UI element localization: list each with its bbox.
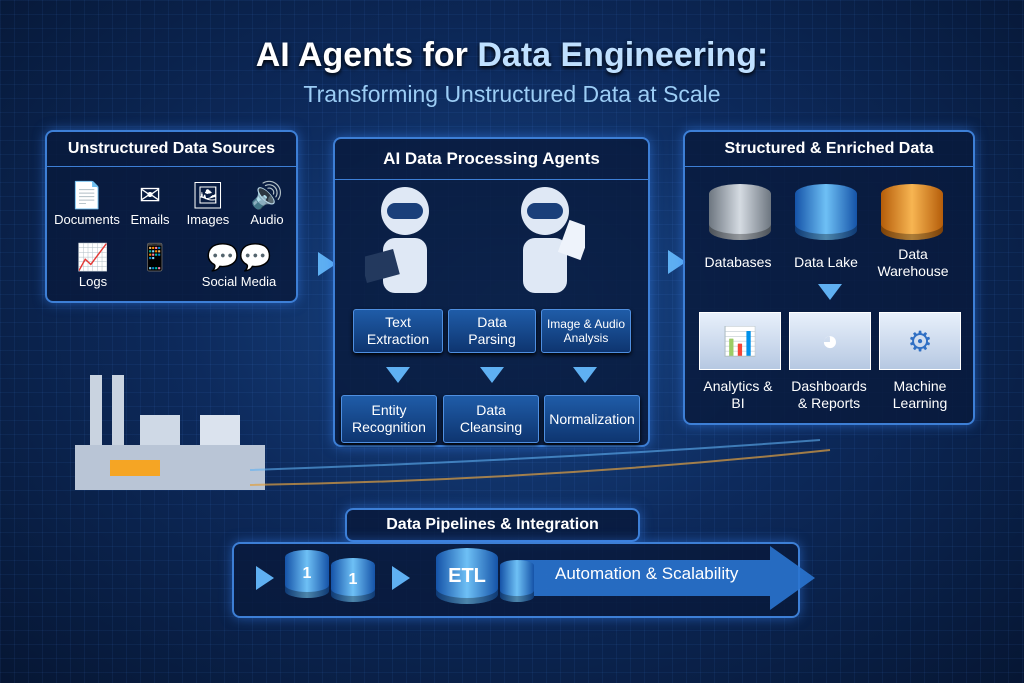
step-text-extraction: Text Extraction	[353, 309, 443, 353]
document-icon: 📄	[70, 180, 104, 210]
tablet-icon: 📱	[138, 242, 172, 272]
store-data-lake: Data Lake	[794, 254, 858, 270]
automation-label: Automation & Scalability	[555, 564, 739, 583]
arrow-down-icon	[386, 367, 410, 383]
arrow-right-icon	[256, 566, 274, 590]
source-logs: 📈Logs	[63, 240, 123, 289]
structured-data-panel: Structured & Enriched Data Databases Dat…	[683, 130, 975, 425]
source-tablet: 📱	[135, 240, 175, 274]
machine-learning-gear-icon: ⚙	[879, 312, 961, 370]
logs-icon: 📈	[76, 242, 110, 272]
panel-title: AI Data Processing Agents	[335, 139, 648, 180]
source-documents: 📄Documents	[54, 180, 120, 227]
step-image-audio-analysis: Image & Audio Analysis	[541, 309, 631, 353]
step-normalization: Normalization	[544, 395, 640, 443]
pipeline-cylinder-3	[500, 560, 534, 602]
store-data-warehouse: Data Warehouse	[877, 246, 949, 279]
arrow-right-icon	[668, 250, 686, 274]
source-emails: ✉Emails	[123, 178, 177, 227]
source-audio: 🔊Audio	[239, 178, 295, 227]
use-dashboards-reports: Dashboards & Reports	[791, 378, 867, 411]
robot-tablet-icon	[365, 187, 429, 293]
processing-agents-panel: AI Data Processing Agents Text Extractio…	[333, 137, 650, 447]
factory-icon	[75, 375, 265, 490]
arrow-down-icon	[480, 367, 504, 383]
step-data-parsing: Data Parsing	[448, 309, 536, 353]
step-entity-recognition: Entity Recognition	[341, 395, 437, 443]
arrow-down-icon	[818, 284, 842, 300]
pipeline-cylinder-2: 1	[331, 558, 375, 602]
data-warehouse-icon	[881, 184, 943, 240]
analytics-chart-icon: 📊	[699, 312, 781, 370]
database-icon	[709, 184, 771, 240]
panel-title: Structured & Enriched Data	[685, 132, 973, 167]
source-images: 🖼Images	[179, 178, 237, 227]
use-analytics-bi: Analytics & BI	[703, 378, 773, 411]
panel-title: Unstructured Data Sources	[47, 132, 296, 167]
arrow-down-icon	[573, 367, 597, 383]
etl-cylinder: ETL	[436, 548, 498, 604]
unstructured-sources-panel: Unstructured Data Sources 📄Documents ✉Em…	[45, 130, 298, 303]
page-subtitle: Transforming Unstructured Data at Scale	[303, 81, 721, 107]
automation-arrow-icon	[520, 546, 815, 610]
robot-document-icon	[521, 187, 585, 293]
dashboard-icon: ◕	[789, 312, 871, 370]
arrow-right-icon	[318, 252, 336, 276]
pipeline-cylinder-1: 1	[285, 550, 329, 598]
data-lake-icon	[795, 184, 857, 240]
source-social-media: 💬💬Social Media	[189, 240, 289, 289]
use-machine-learning: Machine Learning	[892, 378, 948, 411]
pipeline-title: Data Pipelines & Integration	[345, 508, 640, 542]
page-title: AI Agents for Data Engineering:	[255, 36, 769, 74]
audio-icon: 🔊	[250, 180, 284, 210]
data-stream-lines	[250, 439, 831, 486]
image-icon: 🖼	[191, 180, 225, 210]
store-databases: Databases	[704, 254, 772, 270]
arrow-right-icon	[392, 566, 410, 590]
email-icon: ✉	[139, 180, 161, 210]
chat-icon: 💬💬	[206, 242, 272, 272]
step-data-cleansing: Data Cleansing	[443, 395, 539, 443]
